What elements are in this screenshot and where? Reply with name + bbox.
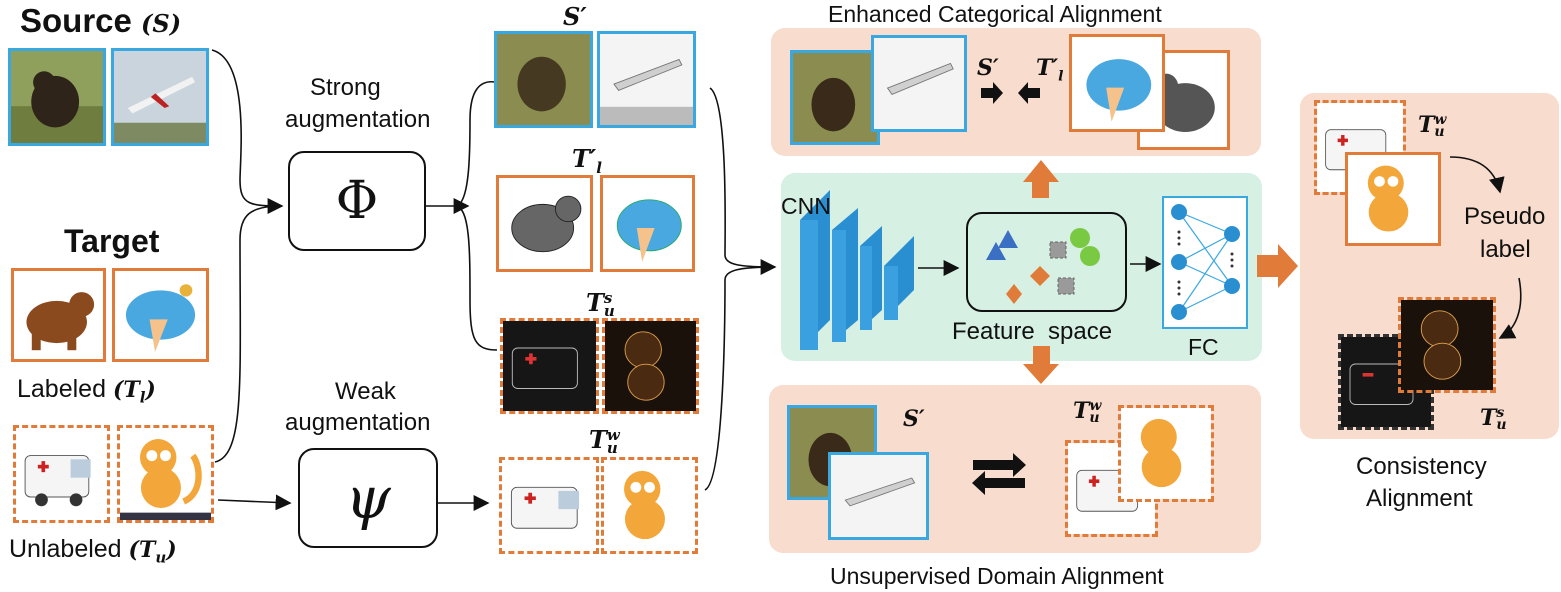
eca-title: Enhanced Categorical Alignment bbox=[828, 1, 1162, 27]
cons-tuw-sup: w bbox=[1434, 112, 1447, 128]
tuw-sub: u bbox=[606, 438, 618, 457]
psi-symbol: ψ bbox=[345, 464, 391, 532]
fc-icon bbox=[1162, 196, 1248, 329]
consistency-line2: Alignment bbox=[1366, 485, 1473, 512]
strong-aug-line1: Strong bbox=[310, 74, 381, 101]
cons-tus-cat-image bbox=[1398, 297, 1496, 393]
unlabeled-symbol: (Tu) bbox=[128, 537, 177, 567]
uda-s-prime-label: S′ bbox=[903, 406, 925, 432]
unlabeled-cat-image bbox=[117, 425, 214, 523]
cnn-icon bbox=[800, 190, 914, 350]
target-label: Target bbox=[64, 223, 160, 259]
feature-space-box bbox=[966, 212, 1127, 312]
tl-prime-main: T′ bbox=[572, 144, 597, 173]
s-prime-label: S′ bbox=[563, 2, 587, 31]
tuw-cat-image bbox=[601, 457, 698, 554]
fc-label: FC bbox=[1188, 334, 1219, 360]
uda-tuw-sup: w bbox=[1089, 398, 1102, 414]
pseudo-line1: Pseudo bbox=[1464, 203, 1546, 230]
labeled-text: Labeled bbox=[17, 375, 106, 403]
tl-prime-plane-image bbox=[600, 175, 695, 272]
strong-augmentation-box: Φ bbox=[288, 151, 426, 251]
cons-tus-main: T bbox=[1480, 405, 1497, 431]
tus-cat-image bbox=[602, 318, 699, 414]
source-bear-image bbox=[8, 48, 106, 146]
weak-augmentation-box: ψ bbox=[298, 448, 438, 548]
cons-tuw-sub: u bbox=[1434, 124, 1445, 140]
feature-space-label: Feature space bbox=[952, 318, 1113, 345]
uda-tuw-main: T bbox=[1073, 398, 1090, 424]
source-symbol: (S) bbox=[141, 9, 182, 38]
tus-sub: u bbox=[603, 301, 615, 320]
unlabeled-sym-main: (T bbox=[128, 537, 156, 563]
tl-prime-bear-image bbox=[496, 175, 593, 272]
eca-tl-sub: l bbox=[1058, 68, 1064, 85]
weak-aug-line2: augmentation bbox=[285, 409, 431, 436]
uda-s-plane-image bbox=[828, 452, 929, 540]
s-prime-bear-image bbox=[494, 31, 593, 128]
unlabeled-text: Unlabeled bbox=[9, 535, 122, 563]
unlabeled-label: Unlabeled (Tu) bbox=[9, 535, 177, 566]
pseudo-line2: label bbox=[1480, 236, 1531, 263]
tus-ambulance-image bbox=[500, 318, 599, 414]
consistency-line1: Consistency bbox=[1356, 453, 1487, 480]
labeled-sym-sub: l bbox=[139, 388, 146, 407]
phi-symbol: Φ bbox=[335, 171, 379, 231]
source-plane-image bbox=[111, 48, 209, 146]
unlabeled-sym-sub: u bbox=[155, 548, 167, 567]
weak-aug-line1: Weak bbox=[335, 378, 396, 405]
uda-tuw-sub: u bbox=[1089, 410, 1100, 426]
target-bear-image bbox=[11, 268, 106, 362]
feature-markers bbox=[986, 228, 1100, 304]
s-prime-plane-image bbox=[597, 31, 696, 128]
eca-s-bear-image bbox=[790, 50, 880, 145]
labeled-label: Labeled (Tl) bbox=[17, 375, 156, 406]
labeled-symbol: (Tl) bbox=[112, 377, 156, 407]
uda-tuw-cat-image bbox=[1118, 405, 1214, 502]
eca-s-prime-label: S′ bbox=[977, 55, 999, 81]
unlabeled-ambulance-image bbox=[13, 425, 110, 523]
tuw-ambulance-image bbox=[499, 457, 599, 554]
strong-aug-line2: augmentation bbox=[285, 106, 431, 133]
tuw-main: T bbox=[589, 425, 607, 454]
cnn-label: CNN bbox=[781, 193, 831, 219]
cons-tus-sub: u bbox=[1496, 417, 1507, 433]
eca-tl-prime-label: T′l bbox=[1036, 55, 1064, 84]
labeled-sym-main: (T bbox=[112, 377, 140, 403]
eca-s-plane-image bbox=[871, 35, 967, 132]
tl-prime-label: T′l bbox=[572, 144, 602, 177]
tus-main: T bbox=[586, 288, 604, 317]
cons-tuw-main: T bbox=[1418, 112, 1435, 138]
cons-tuw-cat-image bbox=[1345, 152, 1441, 246]
target-plane-image bbox=[112, 268, 209, 362]
tus-sup: s bbox=[603, 288, 613, 307]
source-text: Source bbox=[20, 2, 132, 39]
eca-tl-plane-image bbox=[1069, 34, 1165, 132]
source-label: Source (S) bbox=[20, 2, 181, 40]
cons-tus-sup: s bbox=[1496, 405, 1505, 421]
uda-title: Unsupervised Domain Alignment bbox=[830, 563, 1164, 589]
tuw-sup: w bbox=[606, 425, 620, 444]
eca-tl-main: T′ bbox=[1036, 55, 1059, 81]
tl-prime-sub: l bbox=[596, 158, 602, 177]
